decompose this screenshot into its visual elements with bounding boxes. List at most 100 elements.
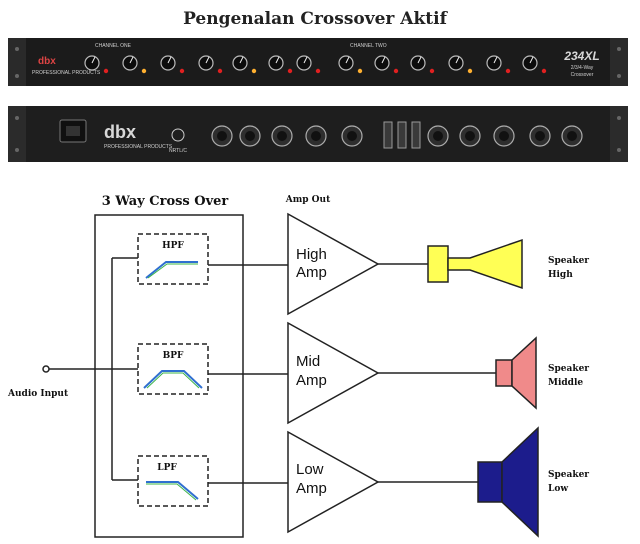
knob-pointer xyxy=(381,56,386,64)
front-led xyxy=(103,68,109,74)
xlr-jack-core xyxy=(277,131,287,141)
amp-high: High Amp xyxy=(287,212,380,316)
knob-pointer xyxy=(129,56,134,64)
front-led xyxy=(217,68,223,74)
amp-triangle xyxy=(287,430,380,534)
rear-switch xyxy=(397,121,407,149)
front-led xyxy=(179,68,185,74)
amp-label-line2: Amp xyxy=(296,480,327,497)
knob-pointer xyxy=(345,56,350,64)
front-knob-row xyxy=(84,55,547,74)
rear-jack-row xyxy=(211,121,583,149)
speaker-cone xyxy=(511,336,537,410)
knob-pointer xyxy=(417,56,422,64)
speaker-middle: Speaker Middle xyxy=(495,336,589,410)
amp-triangle xyxy=(287,321,380,425)
rear-brand-subtitle: PROFESSIONAL PRODUCTS xyxy=(104,144,173,150)
xlr-jack-core xyxy=(535,131,545,141)
xlr-jack-core xyxy=(433,131,443,141)
speaker-magnet xyxy=(477,461,503,503)
xlr-jack-core xyxy=(499,131,509,141)
rack-ear-left xyxy=(8,106,26,162)
amp-label-line2: Amp xyxy=(296,264,327,281)
power-inlet-socket xyxy=(66,126,80,136)
front-led xyxy=(541,68,547,74)
xlr-jack-core xyxy=(567,131,577,141)
rear-brand-logo: dbx xyxy=(104,122,136,142)
speaker-label-line2: High xyxy=(548,270,573,280)
front-model-subtitle: 2/3/4-Way xyxy=(571,65,594,71)
knob-pointer xyxy=(205,56,210,64)
hpf-curve xyxy=(145,261,198,279)
xlr-jack-core xyxy=(347,131,357,141)
front-led xyxy=(287,68,293,74)
cert-logo xyxy=(171,128,185,142)
horn-driver xyxy=(427,245,449,283)
speaker-cone xyxy=(501,426,539,538)
front-brand-logo: dbx xyxy=(38,56,56,67)
rear-cert-mark: NRTL/C xyxy=(169,148,187,154)
crossover-unit-box xyxy=(94,214,244,538)
rear-switch xyxy=(383,121,393,149)
filter-bpf: BPF xyxy=(137,343,209,395)
speaker-low: Speaker Low xyxy=(477,426,589,538)
rack-ear-right xyxy=(610,38,628,86)
knob-pointer xyxy=(303,56,308,64)
front-led xyxy=(251,68,257,74)
rack-screw xyxy=(617,116,621,120)
speaker-label-line1: Speaker xyxy=(548,470,589,480)
bpf-curve-highlight xyxy=(146,372,200,389)
hpf-curve-highlight xyxy=(147,263,198,279)
front-panel-body xyxy=(8,38,628,86)
filter-hpf: HPF xyxy=(137,233,209,285)
front-led xyxy=(467,68,473,74)
rack-screw xyxy=(617,47,621,51)
audio-input-label: Audio Input xyxy=(7,389,69,399)
amp-label-line1: Low xyxy=(296,461,324,478)
speaker-high: Speaker High xyxy=(427,238,589,290)
amp-label-line1: Mid xyxy=(296,353,320,370)
lpf-curve xyxy=(146,481,199,500)
rack-screw xyxy=(617,148,621,152)
speaker-label-line1: Speaker xyxy=(548,364,589,374)
channel-one-label: CHANNEL ONE xyxy=(95,43,132,49)
channel-two-label: CHANNEL TWO xyxy=(350,43,387,49)
lpf-curve-highlight xyxy=(146,483,197,501)
amp-label-line2: Amp xyxy=(296,372,327,389)
front-brand-subtitle: PROFESSIONAL PRODUCTS xyxy=(32,70,101,76)
knob-pointer xyxy=(529,56,534,64)
filter-lpf: LPF xyxy=(137,455,209,507)
xlr-jack-core xyxy=(245,131,255,141)
rack-screw xyxy=(15,47,19,51)
xlr-jack-core xyxy=(311,131,321,141)
xlr-jack-core xyxy=(217,131,227,141)
amp-triangle xyxy=(287,212,380,316)
knob-pointer xyxy=(493,56,498,64)
speaker-magnet xyxy=(495,359,513,387)
horn-flare xyxy=(447,238,523,290)
rear-panel: dbx PROFESSIONAL PRODUCTS NRTL/C xyxy=(8,106,628,162)
front-led xyxy=(141,68,147,74)
front-led xyxy=(357,68,363,74)
amp-out-label: Amp Out xyxy=(285,195,331,205)
front-led xyxy=(393,68,399,74)
section-title: 3 Way Cross Over xyxy=(102,194,229,209)
rear-switch xyxy=(411,121,421,149)
bpf-curve xyxy=(143,370,203,389)
knob-pointer xyxy=(455,56,460,64)
speaker-label-line2: Low xyxy=(548,484,568,494)
speaker-label-line2: Middle xyxy=(548,378,583,388)
rack-ear-left xyxy=(8,38,26,86)
knob-pointer xyxy=(91,56,96,64)
filter-label: LPF xyxy=(157,463,177,473)
front-model-type: Crossover xyxy=(571,72,594,78)
amp-low: Low Amp xyxy=(287,430,380,534)
knob-pointer xyxy=(275,56,280,64)
front-led xyxy=(429,68,435,74)
filter-label: BPF xyxy=(163,351,184,361)
knob-pointer xyxy=(167,56,172,64)
rack-ear-right xyxy=(610,106,628,162)
rack-screw xyxy=(15,116,19,120)
front-led xyxy=(505,68,511,74)
